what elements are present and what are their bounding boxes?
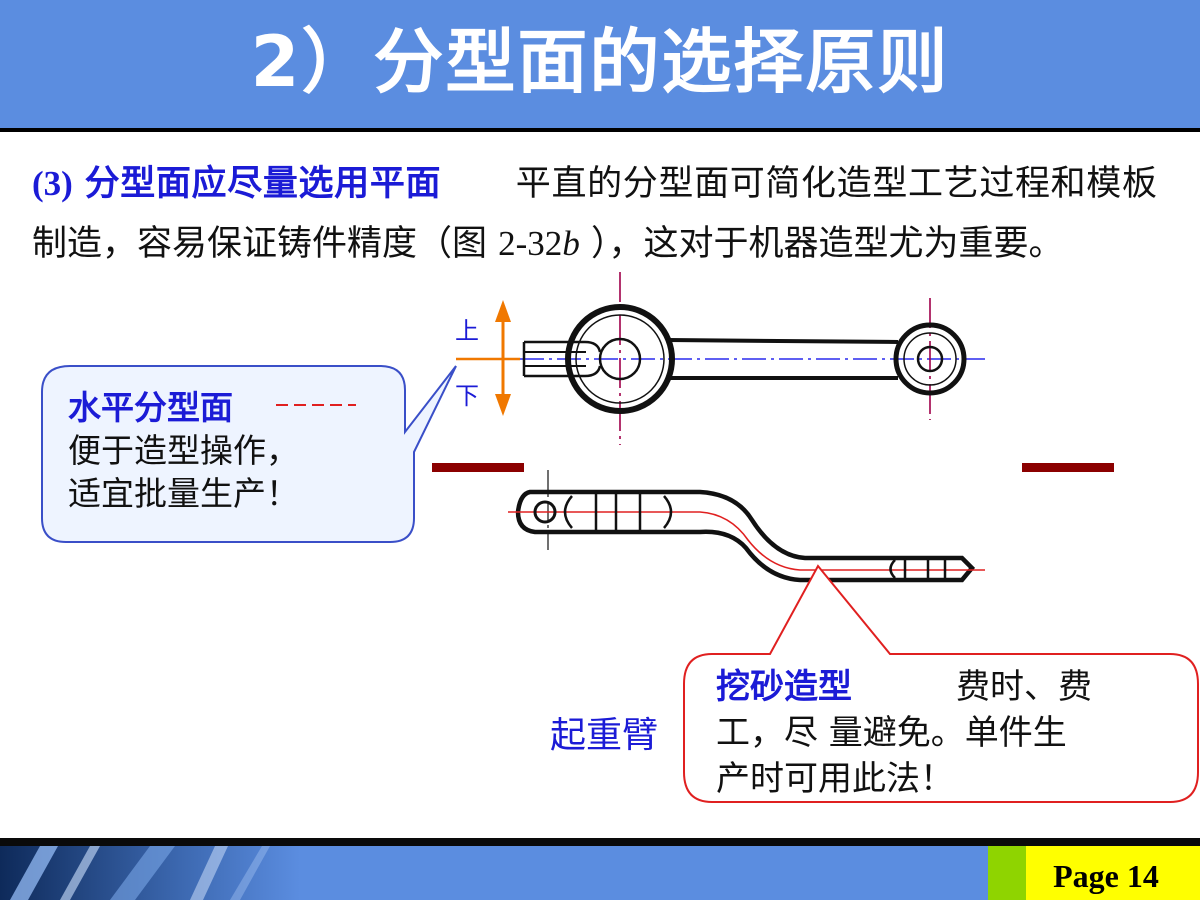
callout-right-tail: 费时、费 xyxy=(956,667,1092,707)
page-number: Page 14 xyxy=(1053,858,1159,894)
right-hub-ring xyxy=(903,332,957,386)
clamp-slot xyxy=(522,340,602,378)
parting-marker-right xyxy=(1022,463,1114,472)
label-up: 上 xyxy=(455,317,479,345)
item-heading: 分型面应尽量选用平面 xyxy=(84,164,442,204)
left-hub-bore xyxy=(598,337,642,381)
side-arc-end xyxy=(889,559,896,579)
callout-left-heading: 水平分型面 xyxy=(68,388,233,427)
callout-left-line-1: 便于造型操作， xyxy=(68,431,299,470)
callout-left-text: 水平分型面 便于造型操作， 适宜批量生产！ xyxy=(68,386,299,515)
title-rule xyxy=(0,128,1200,132)
callout-right-heading: 挖砂造型 xyxy=(716,667,852,707)
arrow-up-icon xyxy=(495,300,511,322)
left-hub-outer xyxy=(565,304,675,414)
arrow-down-icon xyxy=(495,394,511,416)
callout-right-text: 挖砂造型 费时、费 工，尽 量避免。单件生 产时可用此法！ xyxy=(716,664,1146,802)
figure-ref-italic: b xyxy=(562,224,580,263)
parting-marker-left xyxy=(432,463,524,472)
slide-title: 2）分型面的选择原则 xyxy=(250,21,950,103)
side-view-outline xyxy=(515,489,976,583)
callout-left-bubble xyxy=(41,365,457,543)
side-arc-right xyxy=(663,495,673,529)
footer-decoration-image xyxy=(0,846,300,900)
callout-right-bubble xyxy=(683,564,1199,803)
body-text-2: ），这对于机器造型尤为重要。 xyxy=(590,224,1064,264)
side-view-bore xyxy=(533,500,557,524)
figure-ref: 2-32 xyxy=(498,224,563,263)
arm-upper-edge xyxy=(667,338,899,344)
callout-right-line-3: 产时可用此法！ xyxy=(716,759,954,799)
right-hub-outer xyxy=(893,322,967,396)
right-hub-bore xyxy=(916,345,944,373)
callout-left-line-2: 适宜批量生产！ xyxy=(68,474,299,513)
page-badge xyxy=(1026,846,1200,900)
body-text-1: 平直的分型面可简化造型工艺过程和模板制造，容易保证铸件精度（图 xyxy=(32,164,1157,264)
figure-caption: 起重臂 xyxy=(550,715,659,756)
footer-rule xyxy=(0,838,1200,846)
item-number: (3) xyxy=(32,164,73,203)
label-down: 下 xyxy=(455,382,479,410)
title-bar xyxy=(0,0,1200,128)
left-hub-ring xyxy=(575,314,665,404)
body-paragraph: (3) 分型面应尽量选用平面平直的分型面可简化造型工艺过程和模板制造，容易保证铸… xyxy=(32,154,1157,274)
side-arc-left xyxy=(563,495,573,529)
callout-right-line-2: 工，尽 量避免。单件生 xyxy=(716,713,1067,753)
side-view-parting-line xyxy=(508,511,985,571)
